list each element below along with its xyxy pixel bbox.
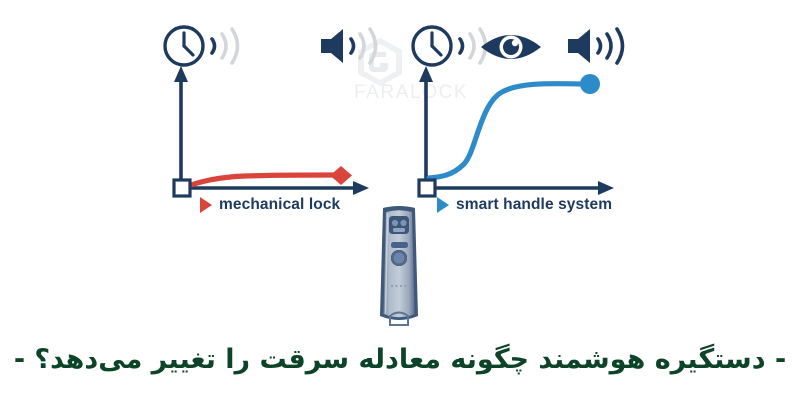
- headline-banner: - دستگیره هوشمند چگونه معادله سرقت را تغ…: [0, 330, 800, 390]
- caption-mechanical-lock-label: mechanical lock: [219, 196, 341, 213]
- caption-mechanical-lock: mechanical lock: [200, 196, 340, 214]
- x-axis: [181, 181, 369, 195]
- series-endpoint-circle: [580, 74, 600, 94]
- red-triangle-marker-icon: [200, 197, 212, 213]
- origin-marker-square: [417, 178, 437, 198]
- series-line-smart-handle-system: [426, 81, 591, 181]
- chart-smart-handle-system: [410, 60, 640, 210]
- clock-icon-right: [408, 22, 498, 75]
- camera-lens-left: [391, 219, 399, 227]
- handle-grip: [389, 311, 409, 326]
- caption-smart-handle-system-label: smart handle system: [456, 196, 613, 213]
- y-axis: [174, 66, 188, 188]
- chart-mechanical-lock: [165, 60, 395, 210]
- fingerprint-reader-inner: [393, 252, 405, 264]
- series-line-mechanical-lock: [182, 172, 340, 190]
- caption-smart-handle-system: smart handle system: [437, 196, 612, 214]
- speaker-icon-left-svg: [321, 27, 378, 65]
- blue-triangle-marker-icon: [437, 197, 449, 213]
- chart-smart-handle-system-svg: [417, 66, 614, 198]
- eye-icon: [478, 26, 544, 73]
- clock-icon-left-svg: [163, 25, 240, 67]
- x-axis: [426, 181, 614, 195]
- chart-mechanical-lock-svg: [172, 66, 369, 198]
- clock-icon-right-svg: [411, 25, 488, 67]
- series-endpoint-diamond: [330, 166, 352, 185]
- headline-text: - دستگیره هوشمند چگونه معادله سرقت را تغ…: [13, 343, 787, 375]
- eye-icon-svg: [481, 35, 541, 59]
- display-strip: [391, 242, 408, 248]
- speaker-icon-left: [315, 22, 395, 75]
- y-axis: [419, 66, 433, 188]
- smart-door-handle-svg: [380, 206, 418, 326]
- body-highlight: [384, 212, 389, 315]
- speaker-icon-right-svg: [568, 27, 625, 65]
- camera-sensor-strip: [393, 228, 405, 232]
- smart-door-handle-illustration: [368, 204, 430, 326]
- keypad-dots: [390, 284, 407, 288]
- camera-lens-right: [400, 219, 407, 227]
- clock-icon-left: [160, 22, 250, 75]
- origin-marker-square: [172, 178, 192, 198]
- speaker-icon-right: [562, 22, 642, 75]
